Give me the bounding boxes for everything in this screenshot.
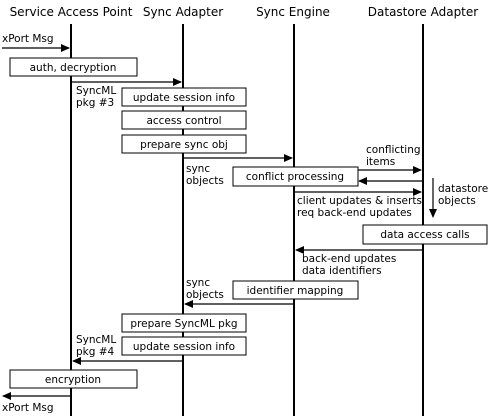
box-prepare-syncml-pkg — [121, 313, 247, 333]
label-sync-objects-1-line2: objects — [186, 175, 224, 187]
header-sync-adapter: Sync Adapter — [143, 5, 223, 19]
box-update-session-info-1 — [121, 87, 247, 107]
label-backend-updates-line1: back-end updates — [302, 253, 396, 265]
label-sync-objects-2-line1: sync — [186, 277, 210, 289]
header-sync-engine: Sync Engine — [256, 5, 330, 19]
header-datastore-adapter: Datastore Adapter — [368, 5, 478, 19]
box-prepare-sync-obj — [121, 134, 247, 154]
label-datastore-objects-line2: objects — [438, 195, 476, 207]
label-client-updates-line1: client updates & inserts — [297, 195, 422, 207]
box-data-access-calls-label: data access calls — [380, 229, 469, 241]
header-service-access-point: Service Access Point — [10, 5, 133, 19]
box-update-session-info-2 — [121, 336, 247, 356]
label-syncml-pkg3-line1: SyncML — [76, 85, 116, 97]
box-auth-decryption-label: auth, decryption — [30, 62, 117, 74]
label-datastore-objects-line1: datastore — [438, 183, 488, 195]
box-update-session-info-2-label: update session info — [133, 341, 235, 353]
box-access-control-label: access control — [146, 115, 221, 127]
box-data-access-calls — [362, 224, 488, 245]
label-sync-objects-1-line1: sync — [186, 163, 210, 175]
box-encryption-label: encryption — [45, 374, 101, 386]
box-auth-decryption — [9, 57, 138, 77]
box-prepare-syncml-pkg-label: prepare SyncML pkg — [130, 318, 237, 330]
label-syncml-pkg4-line2: pkg #4 — [76, 346, 115, 358]
box-identifier-mapping — [232, 280, 359, 300]
label-conflicting-items-line1: conflicting — [366, 144, 421, 156]
label-conflicting-items-line2: items — [366, 156, 395, 168]
box-encryption — [9, 369, 138, 389]
label-syncml-pkg3-line2: pkg #3 — [76, 97, 114, 109]
box-conflict-processing-label: conflict processing — [246, 171, 344, 183]
box-update-session-info-1-label: update session info — [133, 92, 235, 104]
box-conflict-processing — [232, 166, 359, 187]
label-xport-msg-in: xPort Msg — [2, 33, 54, 45]
box-identifier-mapping-label: identifier mapping — [247, 285, 344, 297]
label-xport-msg-out: xPort Msg — [2, 402, 54, 414]
label-backend-updates-line2: data identifiers — [302, 265, 382, 277]
label-syncml-pkg4-line1: SyncML — [76, 334, 116, 346]
label-client-updates-line2: req back-end updates — [297, 207, 412, 219]
box-access-control — [121, 110, 247, 130]
box-prepare-sync-obj-label: prepare sync obj — [140, 139, 228, 151]
label-sync-objects-2-line2: objects — [186, 289, 224, 301]
